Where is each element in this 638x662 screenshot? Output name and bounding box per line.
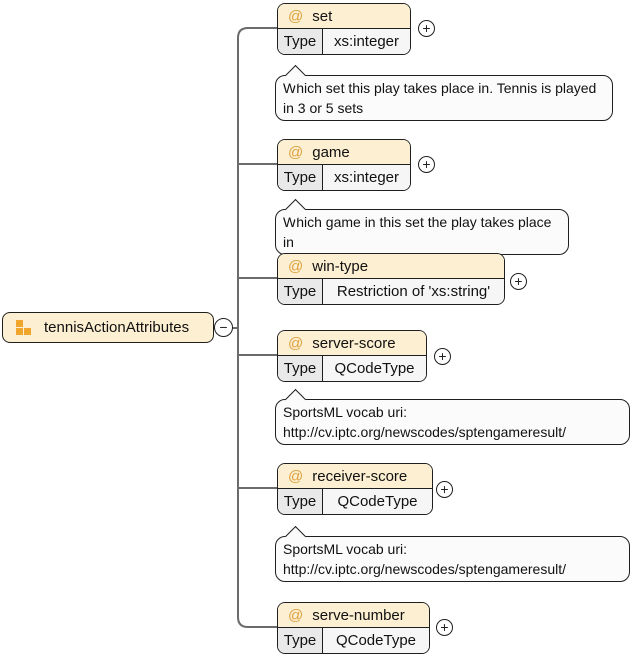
attribute-name: win-type	[312, 257, 369, 275]
attribute-header: @ serve-number	[278, 603, 429, 628]
expand-toggle-receiver-score[interactable]: +	[436, 481, 453, 498]
type-label: Type	[278, 356, 323, 381]
attribute-name: set	[312, 7, 333, 25]
type-value: QCodeType	[323, 628, 429, 653]
attribute-at-icon: @	[288, 606, 304, 624]
attribute-type-row: Type QCodeType	[278, 489, 432, 514]
attribute-node-win-type[interactable]: @ win-type Type Restriction of 'xs:strin…	[277, 253, 505, 305]
attribute-at-icon: @	[288, 257, 304, 275]
type-label: Type	[278, 165, 323, 190]
attribute-at-icon: @	[288, 467, 304, 485]
expand-toggle-serve-number[interactable]: +	[436, 619, 453, 636]
type-value: xs:integer	[323, 29, 410, 54]
attribute-type-row: Type QCodeType	[278, 628, 429, 653]
type-value: QCodeType	[323, 356, 426, 381]
attribute-at-icon: @	[288, 7, 304, 25]
type-value: QCodeType	[323, 489, 432, 514]
attribute-name: serve-number	[312, 606, 405, 624]
attribute-node-server-score[interactable]: @ server-score Type QCodeType	[277, 330, 427, 382]
expand-toggle-win-type[interactable]: +	[510, 273, 527, 290]
collapse-toggle[interactable]: −	[214, 318, 233, 337]
attribute-node-set[interactable]: @ set Type xs:integer	[277, 3, 411, 55]
attribute-type-row: Type xs:integer	[278, 29, 410, 54]
expand-toggle-server-score[interactable]: +	[434, 348, 451, 365]
expand-toggle-game[interactable]: +	[418, 156, 435, 173]
attribute-name: receiver-score	[312, 467, 408, 485]
attribute-type-row: Type Restriction of 'xs:string'	[278, 279, 504, 304]
attribute-group-node[interactable]: tennisActionAttributes	[2, 312, 214, 343]
annotation-receiver-score: SportsML vocab uri: http://cv.iptc.org/n…	[275, 525, 630, 582]
type-value: Restriction of 'xs:string'	[323, 279, 504, 304]
attribute-at-icon: @	[288, 334, 304, 352]
root-node-label: tennisActionAttributes	[44, 319, 190, 336]
attribute-type-row: Type xs:integer	[278, 165, 410, 190]
attribute-header: @ server-score	[278, 331, 426, 356]
type-label: Type	[278, 628, 323, 653]
attribute-group-icon	[14, 319, 31, 336]
annotation-game: Which game in this set the play takes pl…	[275, 198, 569, 255]
attribute-header: @ set	[278, 4, 410, 29]
attribute-node-game[interactable]: @ game Type xs:integer	[277, 139, 411, 191]
attribute-name: game	[312, 143, 350, 161]
attribute-header: @ receiver-score	[278, 464, 432, 489]
annotation-server-score: SportsML vocab uri: http://cv.iptc.org/n…	[275, 388, 630, 445]
attribute-header: @ game	[278, 140, 410, 165]
attribute-at-icon: @	[288, 143, 304, 161]
type-value: xs:integer	[323, 165, 410, 190]
attribute-type-row: Type QCodeType	[278, 356, 426, 381]
expand-toggle-set[interactable]: +	[418, 20, 435, 37]
type-label: Type	[278, 29, 323, 54]
annotation-set: Which set this play takes place in. Tenn…	[275, 64, 613, 121]
attribute-node-receiver-score[interactable]: @ receiver-score Type QCodeType	[277, 463, 433, 515]
attribute-header: @ win-type	[278, 254, 504, 279]
attribute-node-serve-number[interactable]: @ serve-number Type QCodeType	[277, 602, 430, 654]
type-label: Type	[278, 489, 323, 514]
type-label: Type	[278, 279, 323, 304]
attribute-name: server-score	[312, 334, 396, 352]
